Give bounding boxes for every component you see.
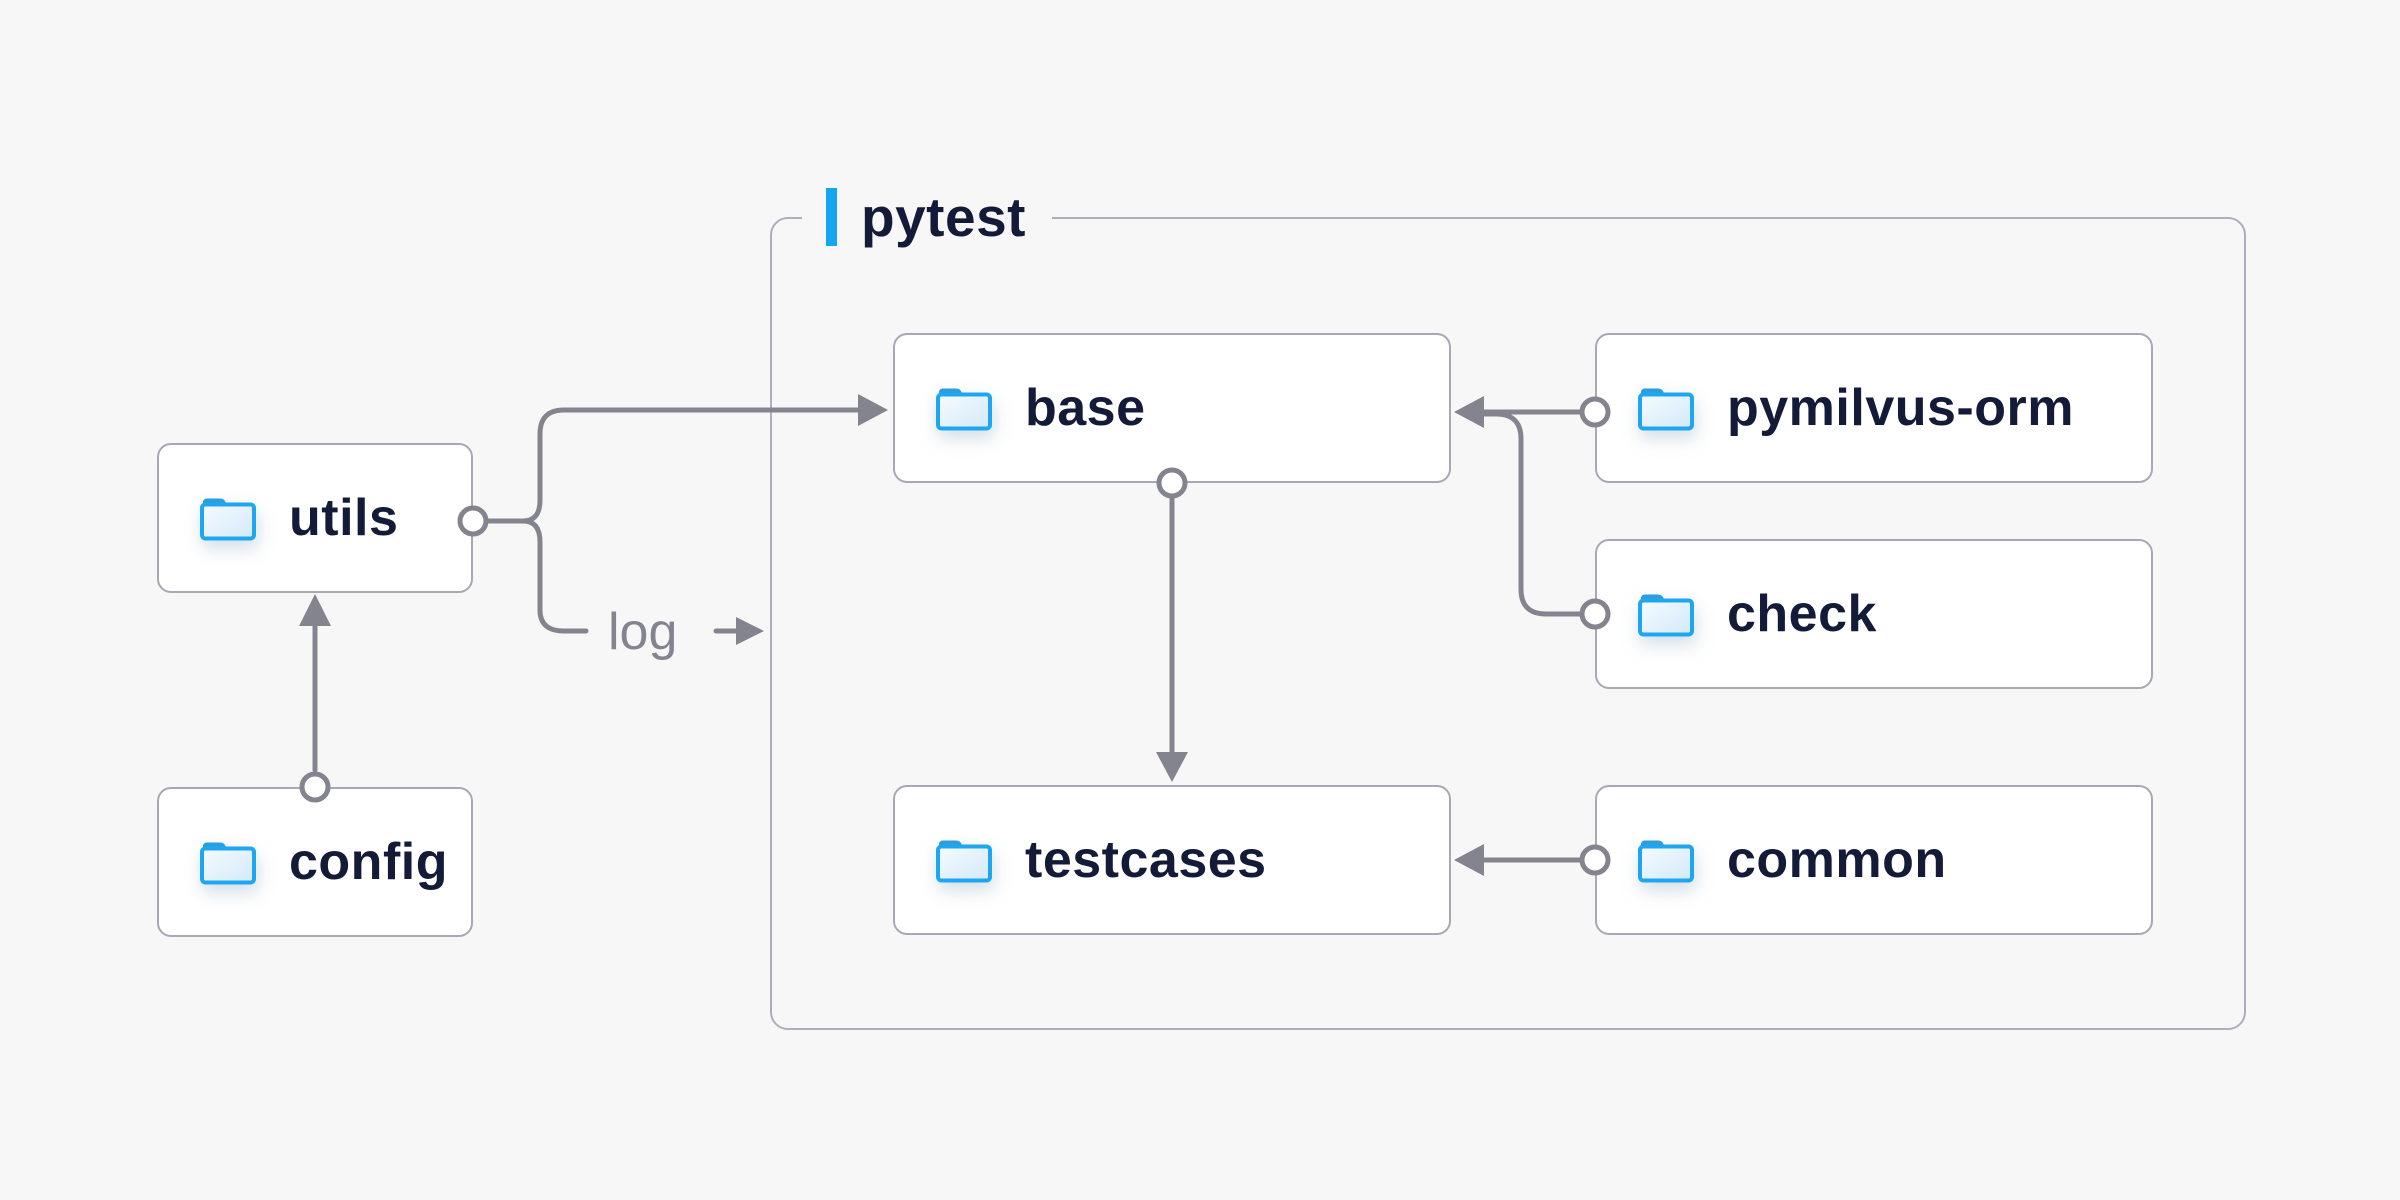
node-check[interactable]: check <box>1595 539 2153 689</box>
node-utils[interactable]: utils <box>157 443 473 593</box>
node-config[interactable]: config <box>157 787 473 937</box>
node-label: testcases <box>1025 831 1267 889</box>
node-label: common <box>1727 831 1947 889</box>
pytest-group-label: pytest <box>802 185 1052 249</box>
node-label: base <box>1025 379 1146 437</box>
node-testcases[interactable]: testcases <box>893 785 1451 935</box>
accent-bar-icon <box>826 188 837 246</box>
node-label: pymilvus-orm <box>1727 379 2074 437</box>
node-label: check <box>1727 585 1877 643</box>
edge-label-log: log <box>608 603 678 661</box>
folder-icon <box>200 498 256 541</box>
folder-icon <box>1638 594 1694 637</box>
pytest-group-box <box>770 217 2246 1030</box>
folder-icon <box>1638 840 1694 883</box>
node-label: config <box>289 833 448 891</box>
folder-icon <box>936 840 992 883</box>
folder-icon <box>200 842 256 885</box>
group-title: pytest <box>861 186 1026 248</box>
node-common[interactable]: common <box>1595 785 2153 935</box>
folder-icon <box>1638 388 1694 431</box>
edge-config-utils <box>299 594 331 803</box>
folder-icon <box>936 388 992 431</box>
node-label: utils <box>289 489 399 547</box>
node-base[interactable]: base <box>893 333 1451 483</box>
node-pymilvus-orm[interactable]: pymilvus-orm <box>1595 333 2153 483</box>
